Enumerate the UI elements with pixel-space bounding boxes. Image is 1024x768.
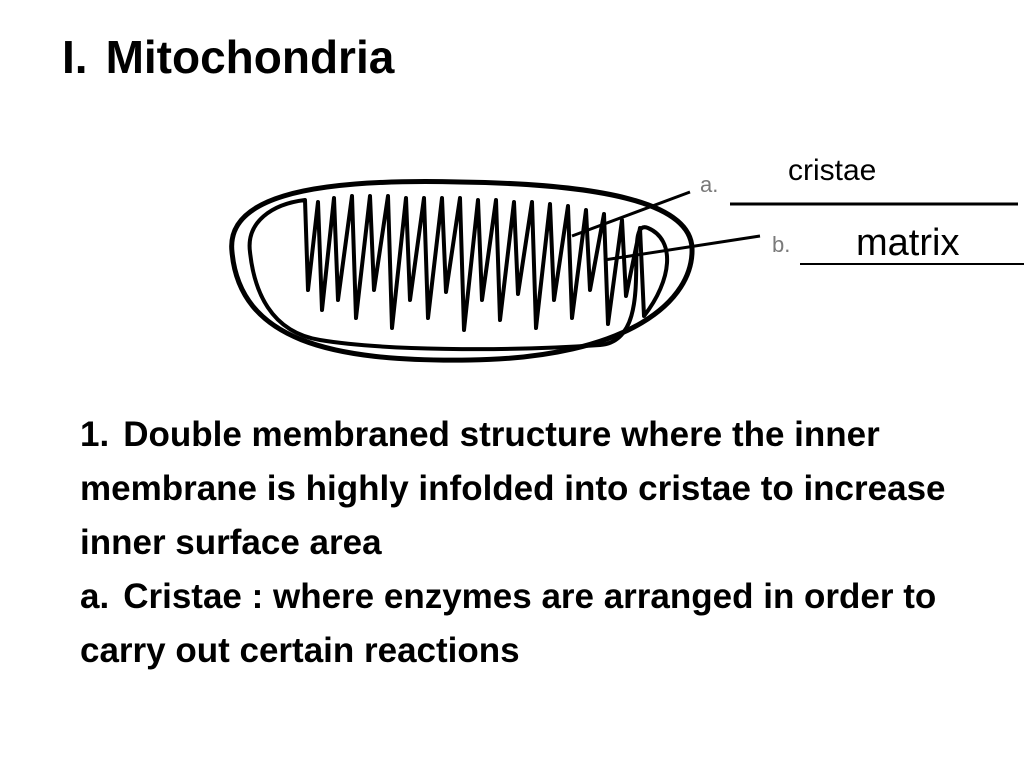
item-a-text: Cristae : where enzymes are arranged in …: [80, 577, 937, 670]
mitochondria-drawing: [229, 179, 1024, 363]
item-1-marker: 1.: [80, 415, 110, 454]
pointer-line-b: [603, 234, 761, 262]
body-item-1: 1.Double membraned structure where the i…: [80, 408, 980, 570]
title-text: Mitochondria: [105, 31, 395, 83]
body-item-a: a.Cristae : where enzymes are arranged i…: [80, 570, 980, 678]
label-b-letter: b.: [772, 232, 791, 257]
pointer-line-a: [571, 190, 691, 238]
item-a-marker: a.: [80, 577, 110, 616]
outer-membrane: [229, 179, 695, 363]
label-b-text: matrix: [856, 222, 960, 264]
slide-title: I. Mitochondria: [62, 30, 394, 85]
title-number: I.: [62, 31, 88, 83]
mitochondria-diagram: a. cristae b. matrix: [0, 140, 1024, 380]
label-a-letter: a.: [700, 172, 719, 197]
slide-body: 1.Double membraned structure where the i…: [80, 408, 980, 678]
item-1-text: Double membraned structure where the inn…: [80, 415, 946, 562]
inner-membrane-cristae: [247, 194, 670, 352]
label-a-text: cristae: [788, 154, 877, 187]
